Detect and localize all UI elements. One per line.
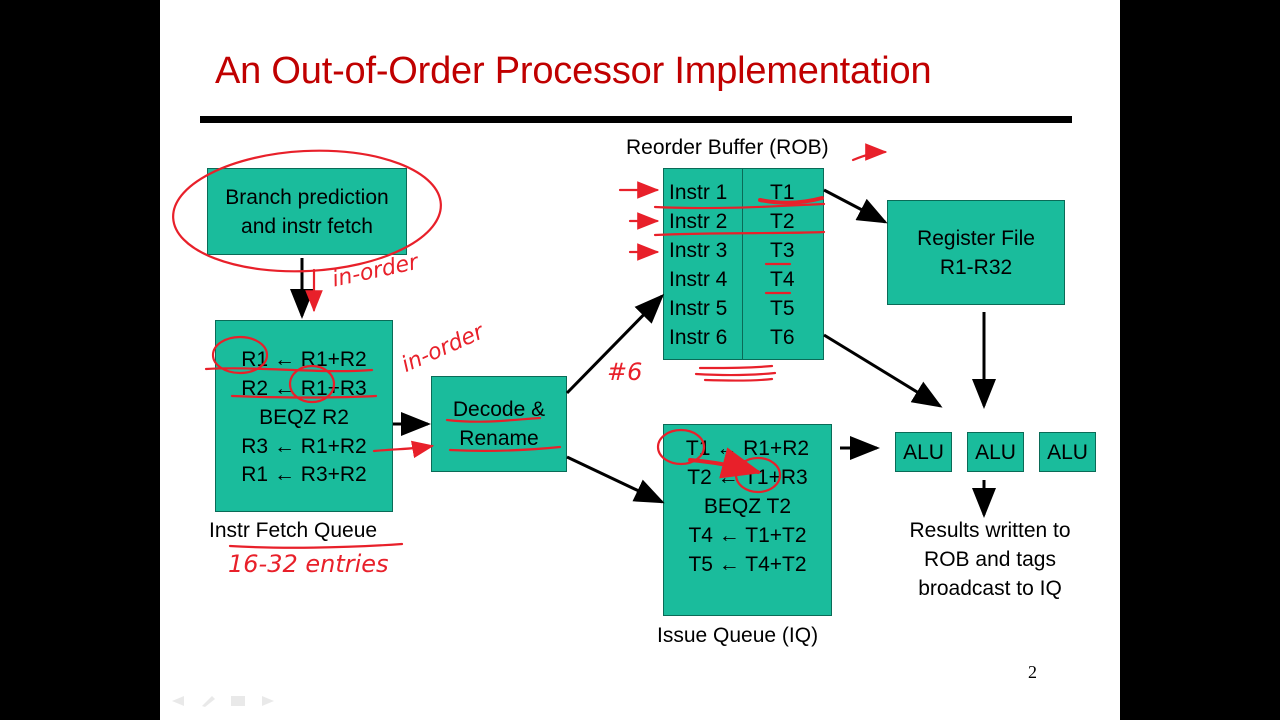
rob-box: Instr 1 Instr 2 Instr 3 Instr 4 Instr 5 … <box>663 168 824 360</box>
slide: An Out-of-Order Processor Implementation… <box>160 0 1120 720</box>
issue-queue-instr: T5 ← T4+T2 <box>688 553 807 576</box>
fetch-queue-instr: R3 ← R1+R2 <box>241 435 367 458</box>
issue-queue-instr: T4 ← T1+T2 <box>688 524 807 547</box>
ink-arrow-rob-label <box>851 143 888 162</box>
arrow-rob-to-alu <box>823 333 943 408</box>
rob-tag: T6 <box>770 326 795 349</box>
issue-queue-instr: BEQZ T2 <box>703 495 792 518</box>
previous-slide-icon[interactable] <box>170 694 186 706</box>
next-slide-icon[interactable] <box>260 694 276 706</box>
register-file-box: Register File R1-R32 <box>887 200 1065 305</box>
decode-line2: Rename <box>459 427 539 450</box>
rob-tag: T3 <box>770 239 795 262</box>
fetch-queue-instr: R1 ← R1+R2 <box>241 348 367 371</box>
ink-mark <box>703 377 774 382</box>
fetch-queue-instr: R1 ← R3+R2 <box>241 463 367 486</box>
alu-label: ALU <box>1047 441 1088 464</box>
issue-queue-instr: T1 ← R1+R2 <box>685 437 810 460</box>
slide-title: An Out-of-Order Processor Implementation <box>215 50 932 92</box>
results-line1: Results written to <box>909 519 1071 542</box>
alu-box: ALU <box>967 432 1024 472</box>
rob-instr: Instr 3 <box>669 239 728 262</box>
rob-instr: Instr 2 <box>669 210 728 233</box>
rob-tag: T1 <box>770 181 795 204</box>
fetch-queue-label: Instr Fetch Queue <box>209 519 378 542</box>
rob-tag: T4 <box>770 268 795 291</box>
register-file-line2: R1-R32 <box>939 256 1013 279</box>
rob-tag: T5 <box>770 297 795 320</box>
arrow-rob-to-regfile <box>823 188 888 224</box>
title-rule <box>200 116 1072 123</box>
ink-mark <box>698 364 774 370</box>
rob-label: Reorder Buffer (ROB) <box>626 136 829 159</box>
ink-text-in-order: in-order <box>330 249 421 293</box>
rob-divider <box>742 169 743 359</box>
ink-text-entries: 16-32 entries <box>228 550 389 578</box>
ink-text-rob-size: #6 <box>607 358 643 386</box>
register-file-line1: Register File <box>917 227 1035 250</box>
rob-instr: Instr 6 <box>669 326 728 349</box>
fetch-unit-box: Branch prediction and instr fetch <box>207 168 407 255</box>
issue-queue-box: T1 ← R1+R2 T2 ← T1+R3 BEQZ T2 T4 ← T1+T2… <box>663 424 832 616</box>
arrow-decode-to-iq <box>566 455 665 504</box>
alu-box: ALU <box>1039 432 1096 472</box>
ink-text-in-order: in-order <box>398 319 488 378</box>
results-line2: ROB and tags <box>924 548 1056 571</box>
rob-instr: Instr 1 <box>669 181 728 204</box>
alu-box: ALU <box>895 432 952 472</box>
menu-icon[interactable] <box>230 694 246 706</box>
issue-queue-instr: T2 ← T1+R3 <box>687 466 808 489</box>
ink-underline <box>228 542 404 549</box>
fetch-unit-line2: and instr fetch <box>241 215 373 238</box>
alu-label: ALU <box>975 441 1016 464</box>
issue-queue-label: Issue Queue (IQ) <box>657 624 819 647</box>
page-number: 2 <box>1028 662 1037 682</box>
pen-tool-icon[interactable] <box>200 694 216 707</box>
fetch-queue-instr: BEQZ R2 <box>259 406 349 429</box>
alu-label: ALU <box>903 441 944 464</box>
rob-tag: T2 <box>770 210 795 233</box>
results-line3: broadcast to IQ <box>918 577 1062 600</box>
rob-instr: Instr 4 <box>669 268 728 291</box>
fetch-unit-line1: Branch prediction <box>225 186 389 209</box>
decode-line1: Decode & <box>452 398 546 421</box>
decode-rename-box: Decode & Rename <box>431 376 567 472</box>
fetch-queue-instr: R2 ← R1+R3 <box>241 377 367 400</box>
fetch-queue-box: R1 ← R1+R2 R2 ← R1+R3 BEQZ R2 R3 ← R1+R2… <box>215 320 393 512</box>
rob-instr: Instr 5 <box>669 297 728 320</box>
ink-mark <box>694 371 777 377</box>
